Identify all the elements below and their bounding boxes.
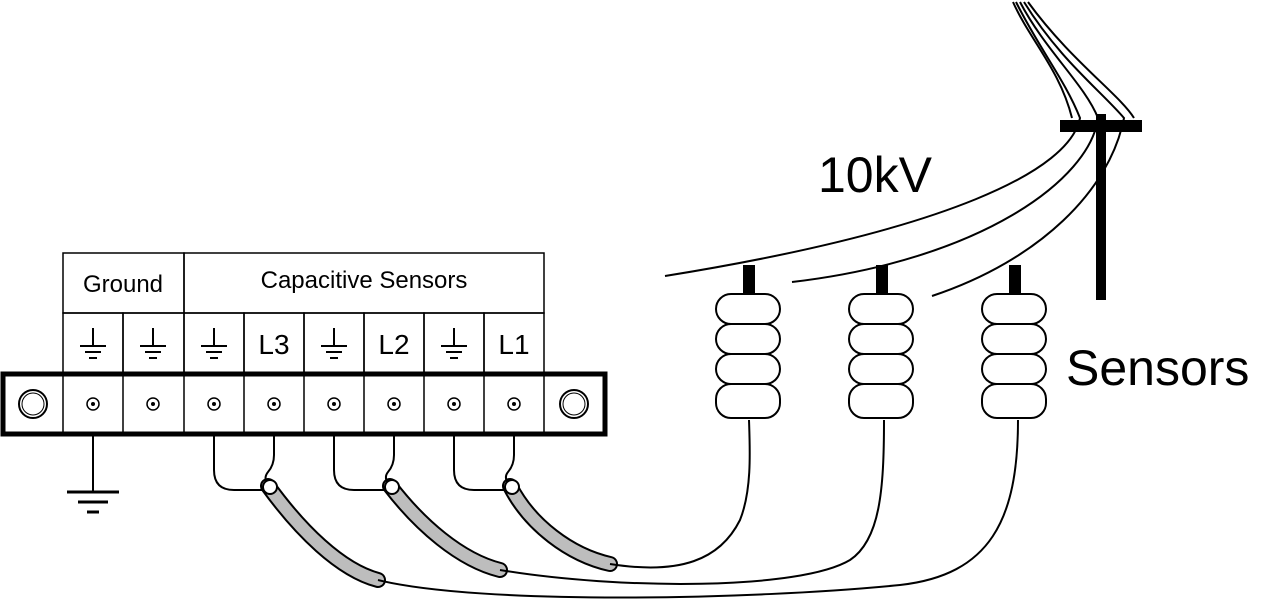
- shield-wire: [453, 434, 504, 491]
- capacitive-sensor-l3-icon: [715, 265, 781, 419]
- ground-symbol-icon: [441, 328, 467, 359]
- mounting-hole-icon: [18, 389, 48, 419]
- capacitive-sensors-header-label: Capacitive Sensors: [261, 267, 468, 294]
- coax-cable-l2: [382, 478, 508, 578]
- screw-terminal-icon: [447, 397, 461, 411]
- sensors-label: Sensors: [1066, 340, 1249, 396]
- terminal-label-row: L3 L2 L1: [62, 312, 545, 374]
- screw-terminal-icon: [507, 397, 521, 411]
- coax-cable-l3: [260, 478, 386, 588]
- ground-symbol-icon: [321, 328, 347, 359]
- screw-terminal-icon: [207, 397, 221, 411]
- capacitive-sensor-l2-icon: [848, 265, 914, 419]
- screw-terminal-icon: [327, 397, 341, 411]
- coax-cable-l1: [502, 478, 618, 572]
- screw-terminal-icon: [267, 397, 281, 411]
- screw-terminal-icon: [86, 397, 100, 411]
- header-table: Ground Capacitive Sensors: [62, 252, 545, 314]
- terminal-label-l3: L3: [258, 329, 289, 360]
- mounting-hole-icon: [559, 389, 589, 419]
- terminal-block: [0, 371, 608, 437]
- ground-symbol-icon: [80, 328, 106, 359]
- shield-wire: [333, 434, 384, 491]
- ground-header-label: Ground: [83, 271, 163, 298]
- ground-symbol-icon: [201, 328, 227, 359]
- sensor-lead-l3: [377, 419, 1019, 599]
- screw-terminal-icon: [387, 397, 401, 411]
- terminal-label-l2: L2: [378, 329, 409, 360]
- sensor-lead-l1: [609, 419, 751, 569]
- screw-terminal-icon: [146, 397, 160, 411]
- voltage-label: 10kV: [818, 147, 933, 203]
- capacitive-sensor-l1-icon: [981, 265, 1047, 419]
- utility-pole-icon: [1060, 114, 1142, 300]
- earth-ground-icon: [67, 434, 119, 514]
- cable-end-ring: [262, 479, 278, 495]
- cable-end-ring: [384, 479, 400, 495]
- terminal-label-l1: L1: [498, 329, 529, 360]
- shield-wire: [213, 434, 262, 491]
- cable-end-ring: [504, 479, 520, 495]
- sensor-lead-l2: [499, 419, 885, 585]
- ground-symbol-icon: [140, 328, 166, 359]
